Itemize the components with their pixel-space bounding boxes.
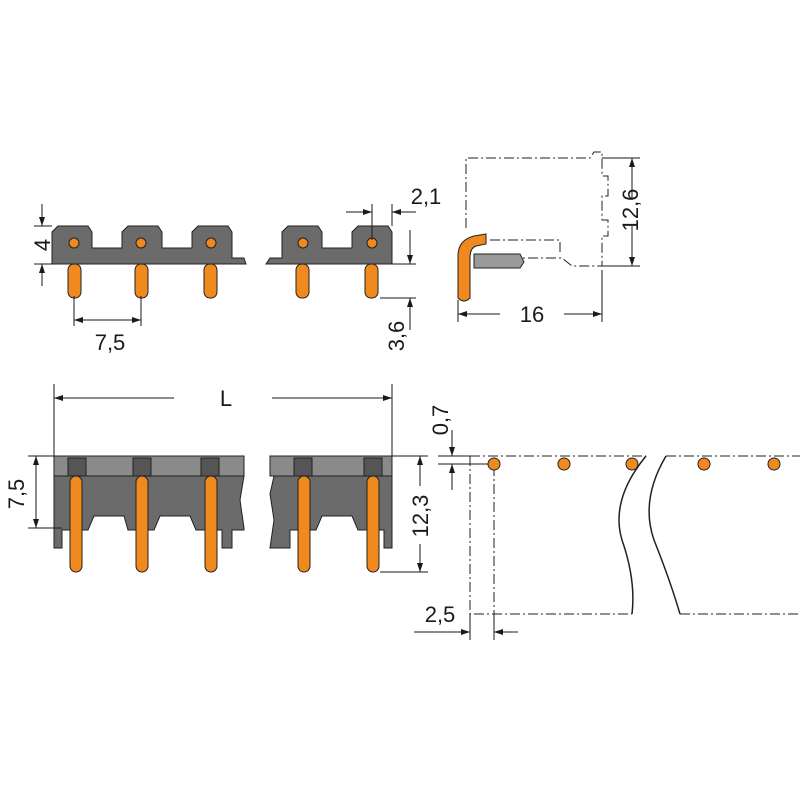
front-view-housing-right [269, 455, 393, 573]
dim-height-4: 4 [30, 239, 55, 251]
dim-height-12-6: 12,6 [618, 189, 643, 232]
dim-length-l: L [220, 386, 232, 411]
dim-offset-2-5: 2,5 [425, 602, 456, 627]
dim-offset-0-7: 0,7 [428, 405, 453, 436]
front-view: L 7,5 12,3 [4, 384, 433, 573]
pcb-holes [487, 457, 781, 471]
side-view: 12,6 16 [457, 151, 643, 327]
dim-height-7-5: 7,5 [4, 479, 29, 510]
dim-pin-12-3: 12,3 [408, 495, 433, 538]
dim-pin-3-6: 3,6 [384, 321, 409, 352]
dim-depth-16: 16 [520, 302, 544, 327]
top-view-housing-left [51, 225, 247, 299]
pcb-layout-view: 0,7 2,5 [414, 405, 800, 640]
front-view-housing-left [53, 455, 245, 573]
top-view-housing-right [265, 225, 393, 299]
top-view: 4 7,5 2,1 3,6 [30, 184, 441, 355]
dim-offset-2-1: 2,1 [411, 184, 442, 209]
dim-pitch-7-5: 7,5 [95, 330, 126, 355]
